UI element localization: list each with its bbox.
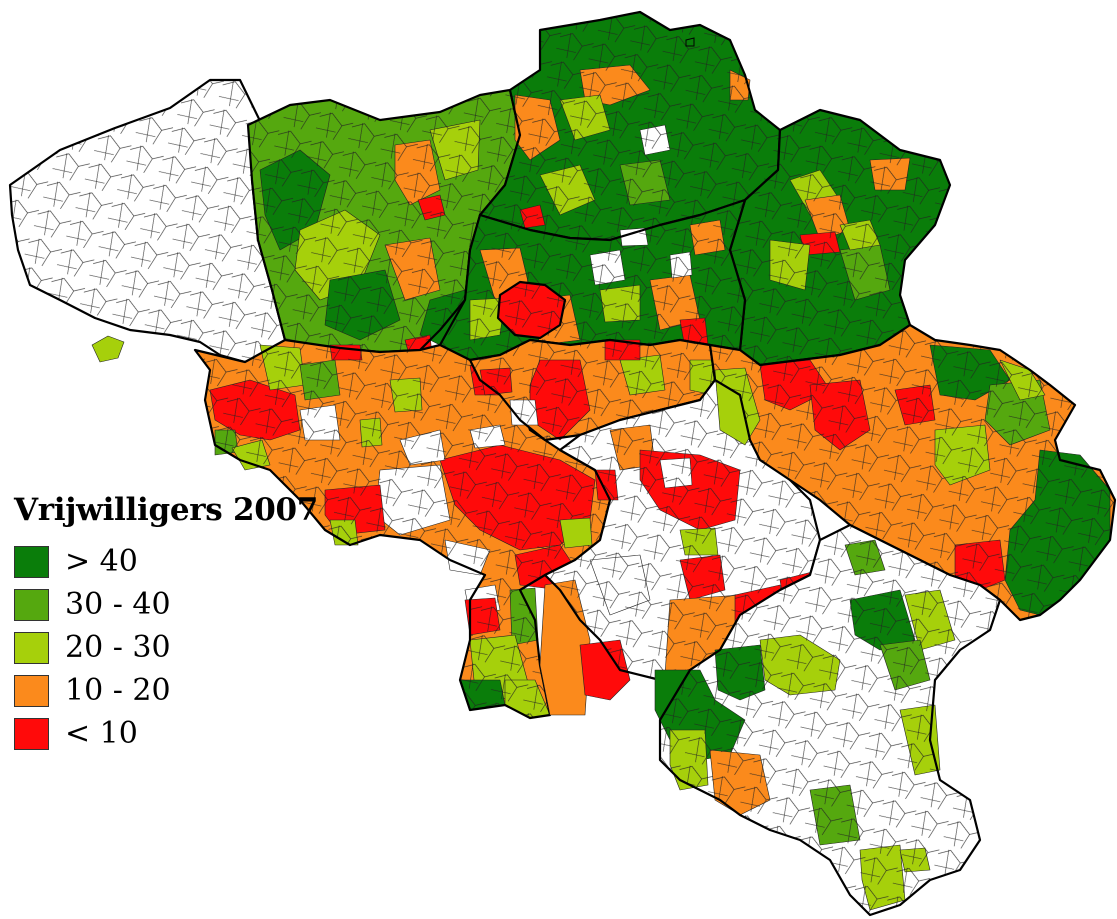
- region-luxembourg: [654, 523, 1002, 917]
- region-limburg: [728, 108, 952, 367]
- legend-label: 20 - 30: [65, 630, 171, 665]
- legend-swatch: [14, 545, 49, 578]
- region-east-flanders: [246, 88, 522, 359]
- legend-swatch: [14, 674, 49, 707]
- legend-title: Vrijwilligers 2007: [14, 492, 319, 528]
- legend-item-lt10: < 10: [14, 712, 318, 755]
- legend-label: 10 - 20: [65, 673, 171, 708]
- legend-item-30-40: 30 - 40: [14, 583, 318, 626]
- legend-swatch: [14, 588, 49, 621]
- region-hainaut: [193, 338, 612, 720]
- legend-label: < 10: [65, 716, 138, 751]
- region-brussels: [496, 280, 567, 340]
- region-west-flanders: [8, 78, 287, 364]
- region-walloon-brabant: [468, 338, 717, 442]
- legend-item-20-30: 20 - 30: [14, 626, 318, 669]
- legend-swatch: [14, 631, 49, 664]
- legend-label: 30 - 40: [65, 587, 171, 622]
- legend-item-gt40: > 40: [14, 540, 318, 583]
- legend-label: > 40: [65, 544, 138, 579]
- legend-swatch: [14, 717, 49, 750]
- region-liege: [708, 323, 1117, 631]
- region-antwerp: [478, 10, 782, 242]
- legend-item-10-20: 10 - 20: [14, 669, 318, 712]
- map-legend: Vrijwilligers 2007 > 40 30 - 40 20 - 30 …: [14, 492, 318, 755]
